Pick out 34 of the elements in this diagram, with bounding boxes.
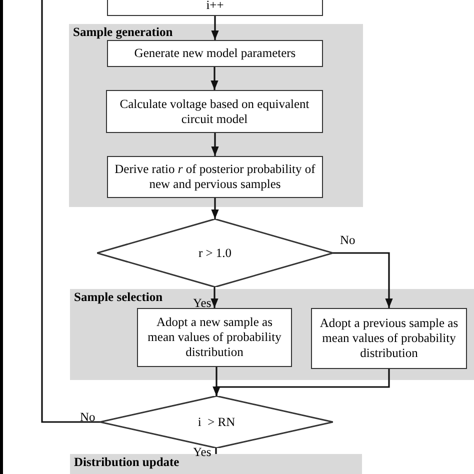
process-box <box>311 308 467 369</box>
group-band <box>70 289 474 380</box>
connector-line <box>215 448 217 454</box>
process-box <box>137 308 292 367</box>
process-box <box>106 90 323 133</box>
decision-diamond <box>100 396 333 448</box>
condition-text: r > 1.0 <box>198 246 232 260</box>
arrow <box>210 287 218 308</box>
condition-text: i > RN <box>198 414 236 430</box>
step-text: Adopt a previous sample as mean values of probability distribution <box>318 316 460 361</box>
group-heading: Sample selection <box>74 290 163 305</box>
process-box <box>107 0 323 16</box>
edge-label: No <box>340 233 356 248</box>
step-text: i++ <box>206 0 224 12</box>
edge-label: Yes <box>193 445 212 460</box>
step-text: Adopt a new sample as mean values of probability distribution <box>146 315 282 360</box>
arrow <box>212 369 390 396</box>
step-text: Derive ratio r of posterior probability of new and pervious samples <box>114 162 316 192</box>
arrow <box>210 67 218 90</box>
arrow <box>211 133 219 156</box>
arrow <box>211 16 219 40</box>
decision-diamond <box>97 219 333 287</box>
arrow <box>333 252 393 308</box>
edge-label: Yes <box>193 296 212 311</box>
edge-label: No <box>80 410 96 425</box>
group-heading: Distribution update <box>74 455 180 470</box>
step-text: Generate new model parameters <box>134 46 296 61</box>
group-heading: Sample generation <box>73 25 173 40</box>
step-text: Calculate voltage based on equivalent circuit model <box>118 96 310 126</box>
arrow <box>211 198 219 219</box>
process-box <box>107 40 323 67</box>
connector-line <box>41 0 100 423</box>
group-band <box>69 24 363 207</box>
process-box <box>107 156 323 198</box>
